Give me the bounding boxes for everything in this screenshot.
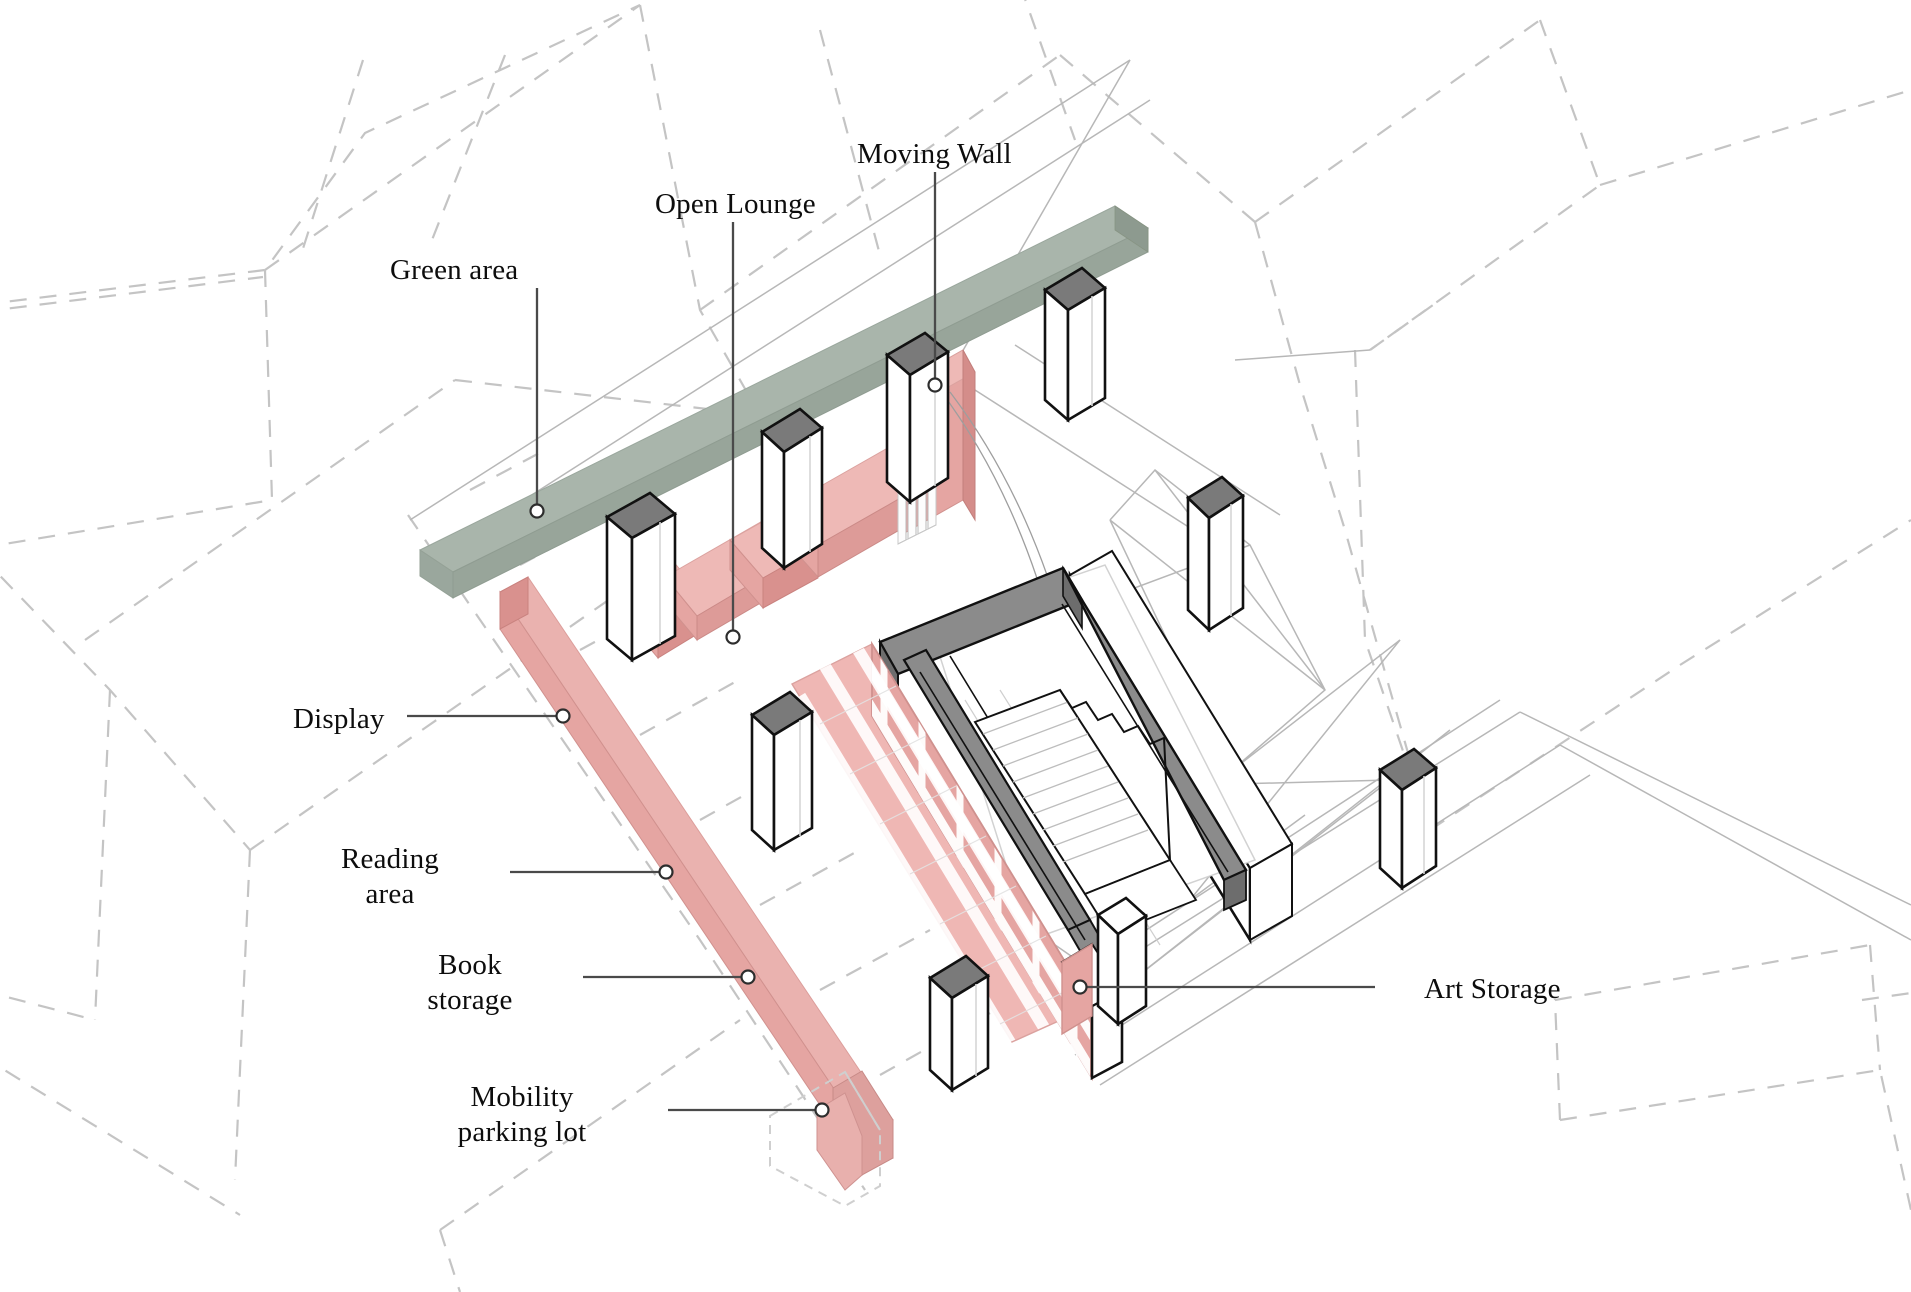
- label-reading-area-line1: Reading: [340, 843, 440, 875]
- leader-moving-wall: [927, 172, 943, 393]
- label-book-storage-line1: Book: [438, 949, 502, 981]
- leader-open-lounge: [725, 222, 741, 645]
- leader-art-storage: [1072, 979, 1375, 995]
- leader-display: [407, 708, 571, 724]
- column: [604, 491, 678, 663]
- column: [1095, 896, 1149, 1027]
- label-art-storage: Art Storage: [1424, 973, 1561, 1005]
- label-display: Display: [293, 703, 385, 735]
- label-mobility-parking-line2: parking lot: [457, 1116, 587, 1149]
- art-storage-building: [790, 549, 1294, 1082]
- leader-green-area: [529, 288, 545, 519]
- mobility-parking-end-block: [769, 1070, 894, 1208]
- column: [1185, 475, 1246, 634]
- label-book-storage: Book storage: [375, 948, 565, 1019]
- leader-mobility-parking: [668, 1102, 830, 1118]
- label-open-lounge: Open Lounge: [655, 188, 816, 220]
- leader-lines: [407, 172, 1375, 1118]
- leader-book-storage: [583, 969, 756, 985]
- column: [1377, 747, 1439, 891]
- label-green-area: Green area: [390, 254, 519, 286]
- columns-group: [604, 266, 1439, 1093]
- label-book-storage-line2: storage: [427, 984, 513, 1017]
- label-mobility-parking-lot: Mobility parking lot: [427, 1080, 617, 1151]
- leader-reading-area: [510, 864, 674, 880]
- label-moving-wall: Moving Wall: [857, 138, 1012, 170]
- column: [1042, 266, 1108, 423]
- label-reading-area: Reading area: [295, 842, 485, 913]
- column: [884, 331, 951, 505]
- column: [927, 954, 991, 1093]
- label-reading-area-line2: area: [365, 878, 415, 911]
- column: [759, 407, 825, 571]
- label-mobility-parking-line1: Mobility: [470, 1081, 574, 1113]
- column: [749, 690, 815, 853]
